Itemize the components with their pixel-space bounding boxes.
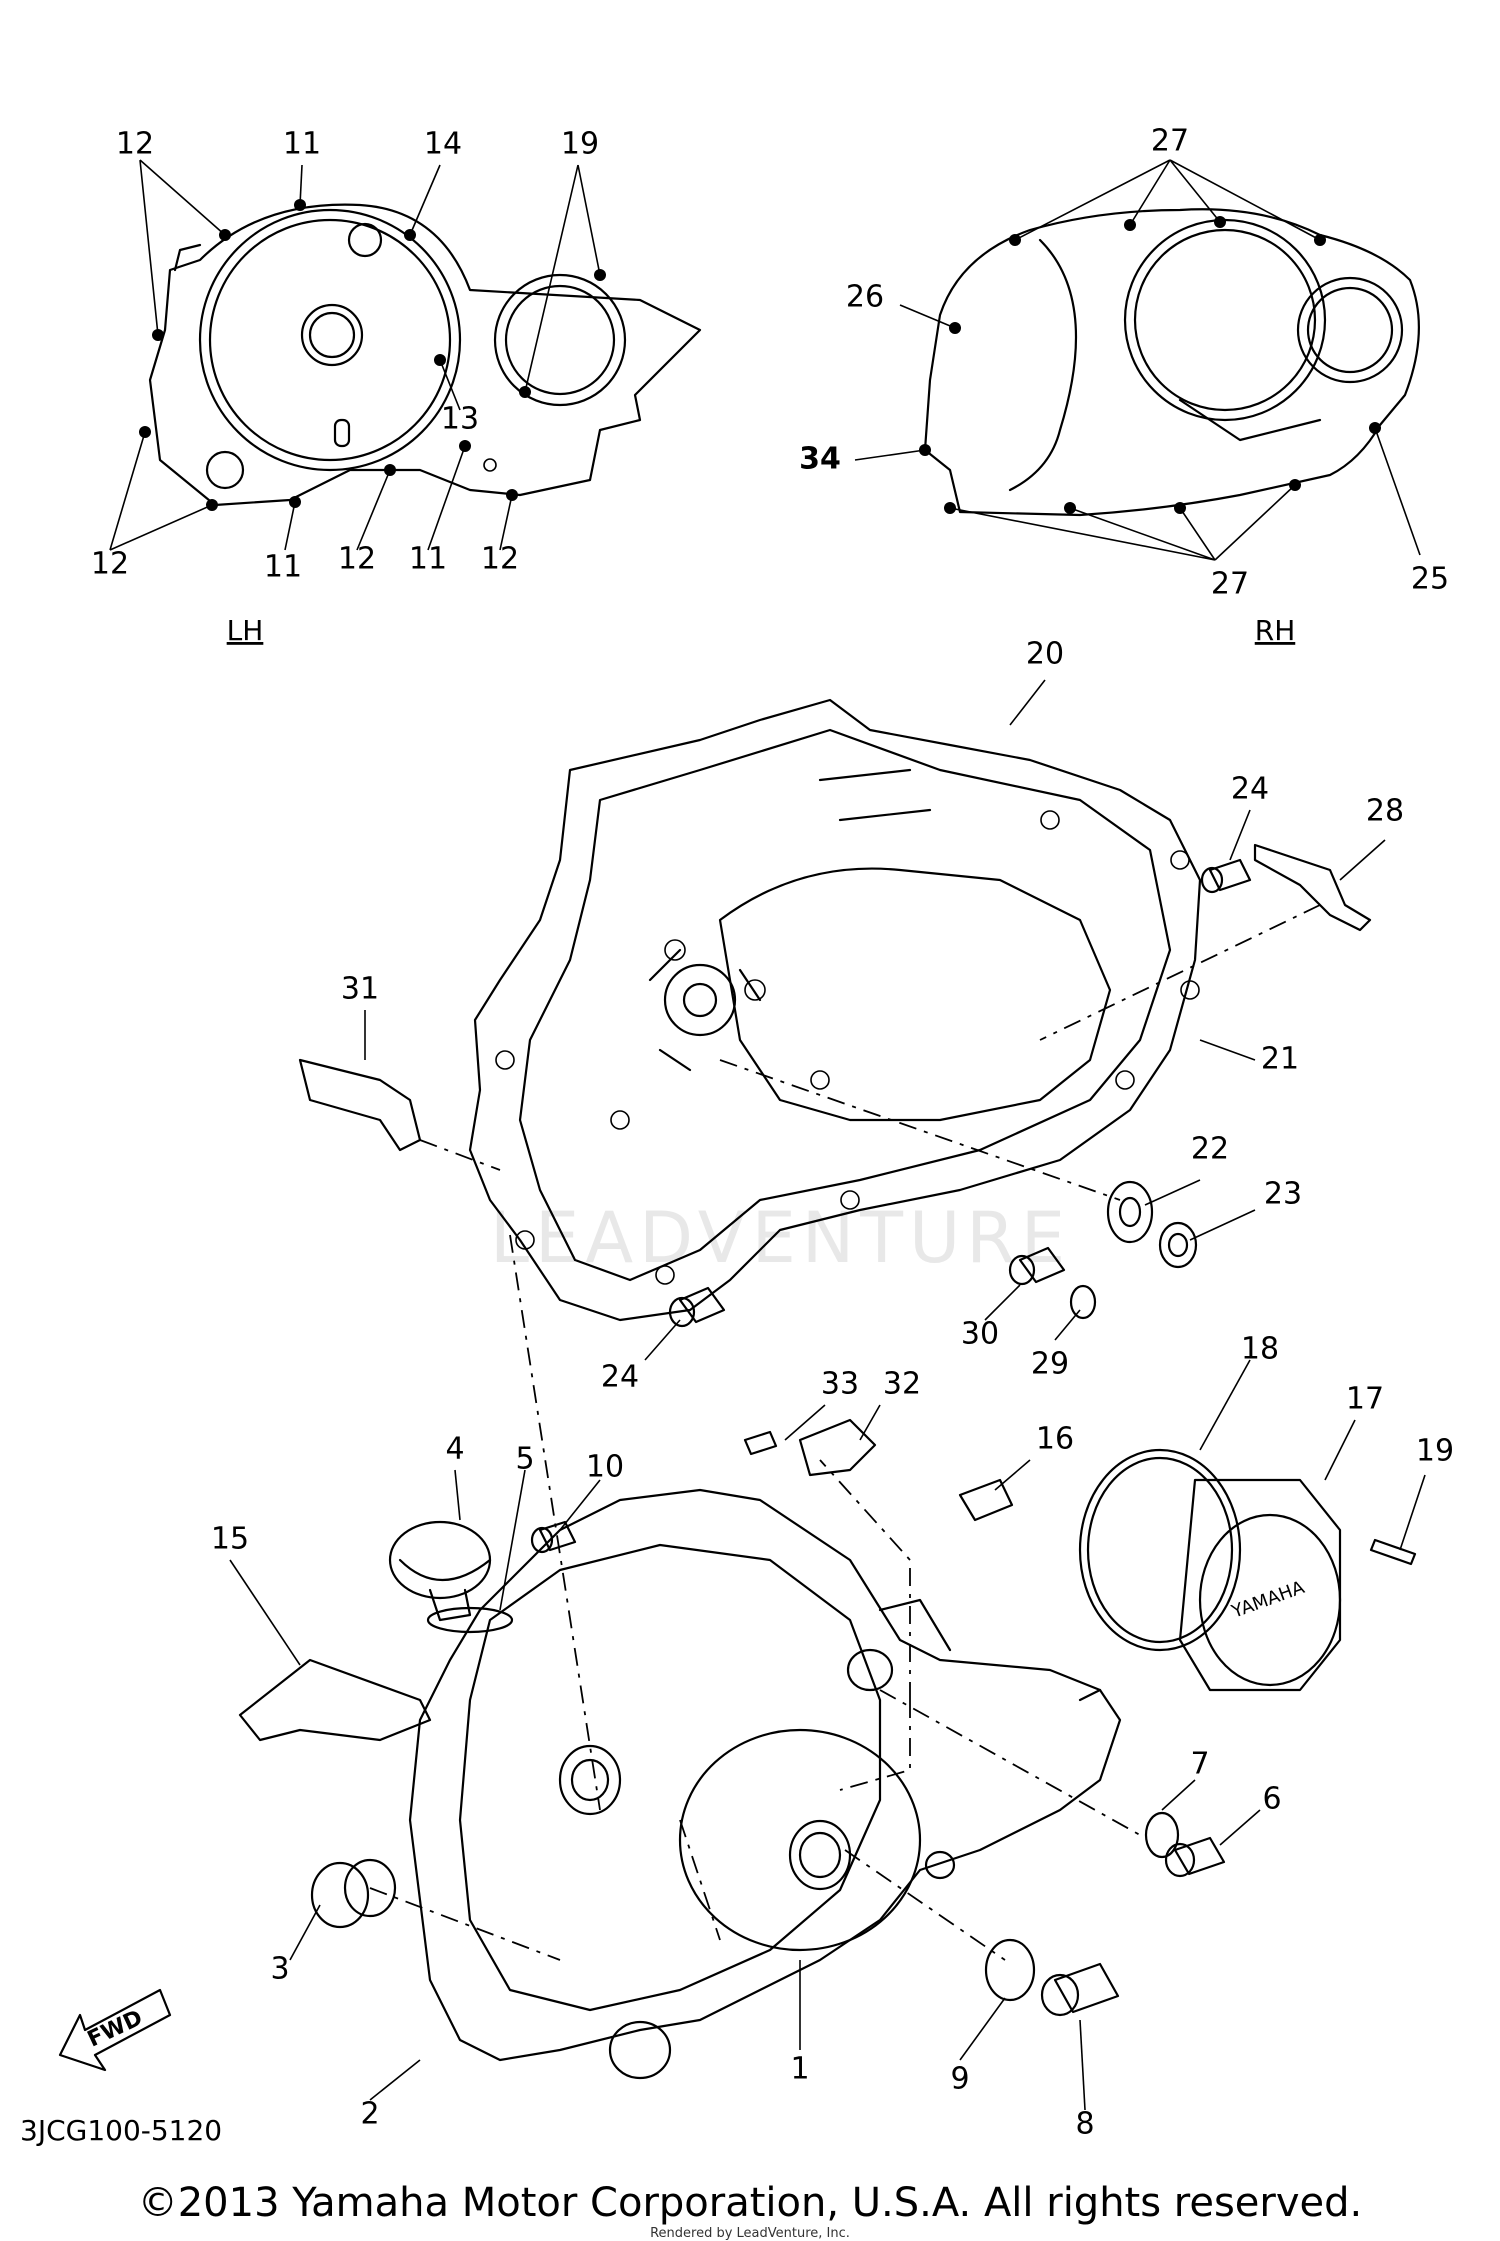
rh-gasket-drawing	[923, 208, 1420, 517]
callout-19: 19	[1416, 1434, 1454, 1469]
callout-14: 14	[424, 127, 462, 162]
rh-leader-lines	[854, 159, 1421, 561]
callout-8: 8	[1075, 2107, 1094, 2142]
callout-3: 3	[270, 1952, 289, 1987]
bottom-leader-lines	[229, 1234, 1426, 2111]
callout-19: 19	[561, 127, 599, 162]
callout-17: 17	[1346, 1382, 1384, 1417]
callout-1: 1	[790, 2052, 809, 2087]
callout-13: 13	[441, 402, 479, 437]
callout-4: 4	[445, 1432, 464, 1467]
callout-12: 12	[91, 547, 129, 582]
figure-code: 3JCG100-5120	[20, 2114, 222, 2147]
rh-bolt-dots	[919, 216, 1381, 514]
callout-22: 22	[1191, 1132, 1229, 1167]
callout-12: 12	[116, 127, 154, 162]
callout-12: 12	[481, 542, 519, 577]
callout-32: 32	[883, 1367, 921, 1402]
cover-small-parts: YAMAHA	[238, 1418, 1417, 2017]
rh-label: RH	[1255, 614, 1296, 647]
callout-28: 28	[1366, 794, 1404, 829]
crankcase-gasket-drawing	[468, 698, 1202, 1322]
callout-20: 20	[1026, 637, 1064, 672]
callout-25: 25	[1411, 562, 1449, 597]
lh-gasket-drawing	[148, 203, 702, 507]
callout-16: 16	[1036, 1422, 1074, 1457]
callout-31: 31	[341, 972, 379, 1007]
crankcase-cover-drawing	[408, 1488, 1122, 2080]
callout-34: 34	[799, 442, 841, 477]
callout-10: 10	[586, 1450, 624, 1485]
lh-leader-lines	[109, 159, 601, 551]
callout-26: 26	[846, 280, 884, 315]
callout-33: 33	[821, 1367, 859, 1402]
callout-27: 27	[1211, 567, 1249, 602]
callout-15: 15	[211, 1522, 249, 1557]
small-parts-middle	[298, 843, 1372, 1328]
lh-label: LH	[227, 614, 264, 647]
callout-2: 2	[360, 2097, 379, 2132]
copyright-notice: ©2013 Yamaha Motor Corporation, U.S.A. A…	[137, 2180, 1363, 2226]
callout-11: 11	[264, 550, 302, 585]
callout-24: 24	[601, 1360, 639, 1395]
callout-24: 24	[1231, 772, 1269, 807]
watermark: LEADVENTURE	[490, 1197, 1071, 1279]
lh-bolt-dots	[139, 199, 606, 511]
middle-leader-lines	[364, 679, 1386, 1361]
callout-18: 18	[1241, 1332, 1279, 1367]
rendered-by-credit: Rendered by LeadVenture, Inc.	[650, 2226, 850, 2241]
callout-29: 29	[1031, 1347, 1069, 1382]
callout-5: 5	[515, 1442, 534, 1477]
callout-11: 11	[409, 542, 447, 577]
callout-12: 12	[338, 542, 376, 577]
callout-23: 23	[1264, 1177, 1302, 1212]
callout-11: 11	[283, 127, 321, 162]
callout-27: 27	[1151, 124, 1189, 159]
callout-9: 9	[950, 2062, 969, 2097]
callouts: 12 11 14 19 13 12 11 12 11 12 27 26 34 2…	[91, 124, 1454, 2142]
callout-6: 6	[1262, 1782, 1281, 1817]
callout-21: 21	[1261, 1042, 1299, 1077]
callout-30: 30	[961, 1317, 999, 1352]
callout-7: 7	[1190, 1747, 1209, 1782]
